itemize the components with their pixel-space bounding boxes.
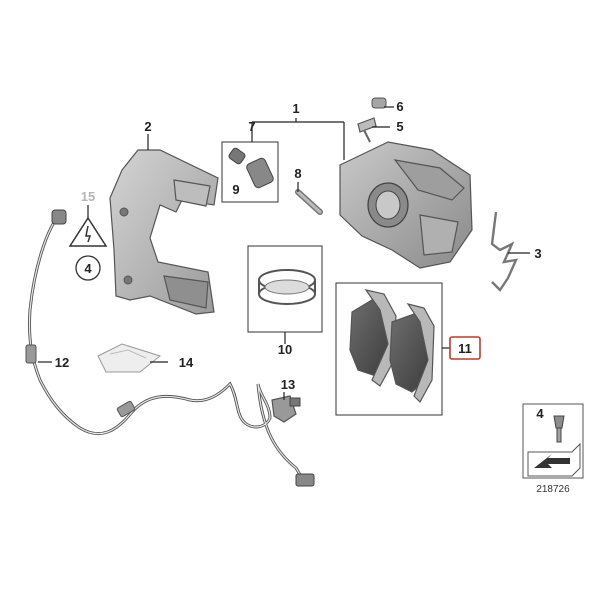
note-circle [75, 255, 101, 281]
legend-callout-4: 4 [536, 406, 544, 421]
callout-5: 5 [396, 119, 403, 134]
callout-4: 4 [84, 261, 92, 276]
callout-7: 7 [248, 119, 255, 134]
guide-sleeve-kit-box [221, 141, 279, 203]
callout-labels: 1 2 3 4 5 6 7 8 9 10 11 12 13 14 15 4 21… [55, 99, 570, 495]
callout-2: 2 [144, 119, 151, 134]
brake-caliper [339, 141, 473, 269]
callout-15: 15 [81, 189, 95, 204]
callout-12: 12 [55, 355, 69, 370]
electrical-warning-icon [68, 216, 108, 247]
callout-8: 8 [294, 166, 301, 181]
sensor-plug [295, 473, 315, 487]
callout-1: 1 [292, 101, 299, 116]
callout-9: 9 [232, 182, 239, 197]
callout-14: 14 [179, 355, 194, 370]
cable-holder [271, 395, 301, 423]
caliper-carrier [109, 149, 219, 315]
callout-11: 11 [458, 341, 472, 356]
guide-sleeve [228, 147, 274, 189]
legend-box [522, 403, 584, 479]
callout-10: 10 [278, 342, 292, 357]
leader-lines [38, 106, 530, 400]
callout-13: 13 [281, 377, 295, 392]
brake-pad-box [335, 282, 443, 416]
brake-pad [349, 289, 435, 403]
guide-bolt [295, 189, 323, 215]
callout-6: 6 [396, 99, 403, 114]
caution-sheet [97, 343, 162, 373]
piston-seal [258, 269, 316, 305]
highlight-box [449, 336, 481, 360]
bleed-screw [357, 117, 377, 143]
dust-cap [371, 97, 387, 109]
sensor-head [51, 209, 67, 225]
wear-sensor-cable [25, 209, 315, 487]
callout-3: 3 [534, 246, 541, 261]
pad-retaining-spring [490, 211, 519, 292]
figure-number: 218726 [536, 484, 570, 495]
